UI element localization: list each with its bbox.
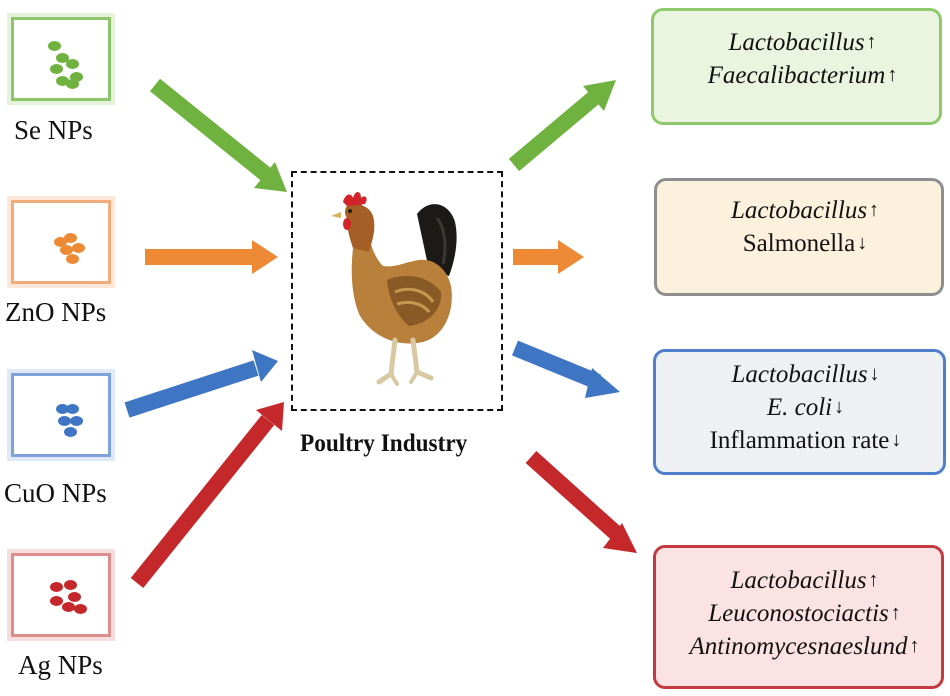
increase-arrow-icon: ↑ bbox=[868, 569, 879, 591]
nanoparticle-dot bbox=[56, 76, 69, 86]
nanoparticle-dot bbox=[50, 64, 63, 74]
zno-nanoparticles-icon bbox=[20, 209, 102, 275]
output-box-ag-effects: Lactobacillus↑Leuconostociactis↑Antinomy… bbox=[653, 545, 944, 689]
effect-line: Antinomycesnaeslund↑ bbox=[656, 630, 941, 663]
effect-text: Inflammation rate bbox=[709, 427, 890, 454]
effect-line: Lactobacillus↓ bbox=[656, 358, 943, 391]
arrow-poultry-to-output-1 bbox=[508, 80, 616, 172]
ag-nanoparticles-icon bbox=[20, 562, 102, 628]
cuo-nps-label: CuO NPs bbox=[4, 478, 107, 508]
cuo-nps-icon-box bbox=[11, 373, 111, 457]
arrow-cuo-to-poultry bbox=[124, 350, 278, 418]
arrow-se-to-poultry bbox=[149, 78, 287, 192]
nanoparticle-dot bbox=[56, 404, 69, 414]
poultry-industry-label: Poultry Industry bbox=[300, 430, 468, 457]
nanoparticle-dot bbox=[70, 72, 83, 82]
effect-text: Lactobacillus bbox=[728, 29, 865, 56]
effect-line: Faecalibacterium↑ bbox=[654, 59, 939, 92]
effect-line: Leuconostociactis↑ bbox=[656, 597, 941, 630]
effect-line: Inflammation rate↓ bbox=[656, 424, 943, 457]
effect-line: Lactobacillus↑ bbox=[656, 564, 941, 597]
ag-nps-icon-box bbox=[11, 553, 111, 637]
decrease-arrow-icon: ↓ bbox=[834, 396, 845, 418]
nanoparticle-dot bbox=[60, 245, 73, 255]
output-box-zno-effects: Lactobacillus↑Salmonella↓ bbox=[654, 178, 944, 296]
nanoparticle-dot bbox=[74, 604, 87, 614]
nanoparticle-dot bbox=[56, 53, 69, 63]
nanoparticle-dot bbox=[50, 582, 63, 592]
se-nanoparticles-icon bbox=[20, 26, 102, 92]
se-nps-label: Se NPs bbox=[14, 115, 93, 145]
nanoparticle-dot bbox=[54, 237, 67, 247]
effect-line: Lactobacillus↑ bbox=[654, 26, 939, 59]
nanoparticle-dot bbox=[50, 596, 63, 606]
arrow-poultry-to-output-4 bbox=[525, 451, 637, 553]
increase-arrow-icon: ↑ bbox=[887, 64, 898, 86]
se-nps-icon-box bbox=[11, 17, 111, 101]
nanoparticle-dot bbox=[64, 427, 77, 437]
effect-text: Lactobacillus bbox=[730, 567, 867, 594]
arrow-zno-to-poultry bbox=[145, 240, 278, 274]
nanoparticle-dot bbox=[66, 59, 79, 69]
decrease-arrow-icon: ↓ bbox=[891, 429, 902, 451]
nanoparticle-dot bbox=[62, 602, 75, 612]
arrow-poultry-to-output-2 bbox=[513, 240, 584, 274]
zno-nps-icon-box bbox=[11, 200, 111, 284]
increase-arrow-icon: ↑ bbox=[866, 31, 877, 53]
nanoparticle-dot bbox=[70, 416, 83, 426]
nanoparticle-dot bbox=[64, 233, 77, 243]
nanoparticle-dot bbox=[68, 592, 81, 602]
arrow-poultry-to-output-3 bbox=[511, 340, 620, 398]
nanoparticle-dot bbox=[66, 254, 79, 264]
nanoparticle-dot bbox=[58, 416, 71, 426]
effect-text: Faecalibacterium bbox=[707, 62, 886, 89]
increase-arrow-icon: ↑ bbox=[890, 602, 901, 624]
decrease-arrow-icon: ↓ bbox=[857, 232, 868, 254]
decrease-arrow-icon: ↓ bbox=[869, 363, 880, 385]
effect-text: Leuconostociactis bbox=[708, 600, 889, 627]
nanoparticle-dot bbox=[48, 41, 61, 51]
nanoparticle-dot bbox=[64, 580, 77, 590]
ag-nps-label: Ag NPs bbox=[18, 650, 103, 680]
nanoparticle-dot bbox=[66, 404, 79, 414]
effect-text: Antinomycesnaeslund bbox=[689, 633, 908, 660]
effect-text: E. coli bbox=[766, 394, 833, 421]
output-box-se-effects: Lactobacillus↑Faecalibacterium↑ bbox=[651, 8, 942, 125]
nanoparticle-dot bbox=[72, 243, 85, 253]
effect-text: Salmonella bbox=[742, 230, 856, 257]
effect-text: Lactobacillus bbox=[731, 361, 868, 388]
arrow-ag-to-poultry bbox=[130, 402, 284, 589]
cuo-nanoparticles-icon bbox=[20, 382, 102, 448]
effect-line: Lactobacillus↑ bbox=[657, 194, 941, 227]
effect-line: Salmonella↓ bbox=[657, 227, 941, 260]
zno-nps-label: ZnO NPs bbox=[5, 297, 107, 327]
poultry-box bbox=[291, 171, 503, 411]
effect-text: Lactobacillus bbox=[730, 197, 868, 224]
increase-arrow-icon: ↑ bbox=[869, 199, 880, 221]
effect-line: E. coli↓ bbox=[656, 391, 943, 424]
nanoparticle-dot bbox=[66, 79, 79, 89]
increase-arrow-icon: ↑ bbox=[909, 635, 920, 657]
output-box-cuo-effects: Lactobacillus↓E. coli↓Inflammation rate↓ bbox=[653, 349, 946, 475]
chicken-icon bbox=[331, 192, 457, 386]
